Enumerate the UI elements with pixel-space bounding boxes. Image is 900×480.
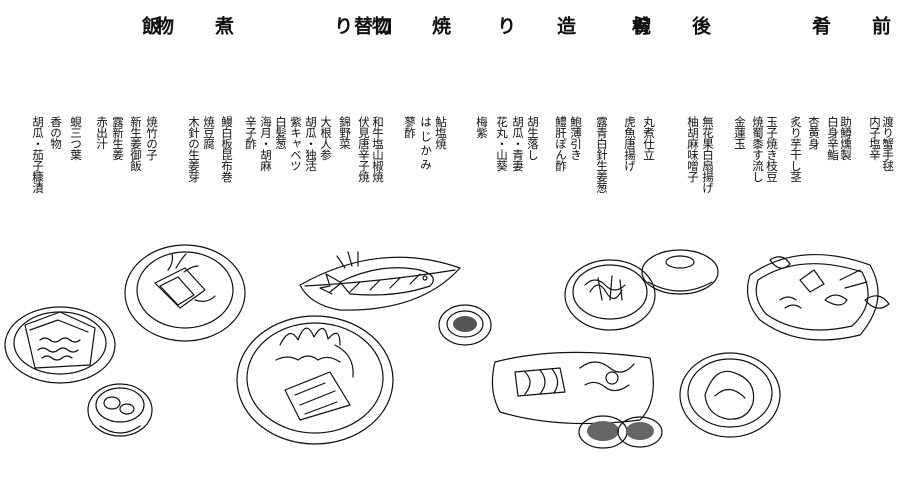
dish-item: 白髪葱 [274,116,288,149]
dish-item: 大根人参 [319,116,333,160]
soup-bowl-lidded-drawing [564,249,719,331]
nimono-bowl-drawing [124,244,246,342]
dish-item: 露青白針生姜葱 [595,116,609,193]
course-char: 椀 [629,16,651,35]
course-char: り [494,16,516,35]
dish-item: 助鱒燻製 [839,116,853,160]
dish-item: 辛子酢 [244,116,258,149]
course-tsukuri: 造 り [494,16,576,35]
dish-item: 杏黄身 [807,116,821,149]
dish-item: 内子塩辛 [868,116,882,160]
course-char: り [331,16,353,35]
course-char: 煮 [212,16,234,35]
fish-leaf-drawing [299,251,461,311]
course-wan: 椀 [629,16,651,35]
course-char: 肴 [629,16,651,35]
course-char: 造 [554,16,576,35]
dish-item: は じ か み [419,116,433,170]
course-char: 口 [371,16,393,35]
dish-item: 梅紫 [475,116,489,138]
course-zensai: 前 肴 [809,16,891,35]
dish-item: 新生姜御飯 [129,116,143,171]
ponzu-dishes-drawing [578,415,663,449]
course-char: 物 [152,16,174,35]
dish-item: 白身辛鮨 [826,116,840,160]
course-char: 物 [369,16,391,35]
course-char: 肴 [809,16,831,35]
dish-item: 蜆三つ葉 [69,116,83,160]
course-char: 前 [869,16,891,35]
soup-bowl-drawing [87,383,153,437]
dish-item: 胡瓜・独活 [304,116,318,171]
dish-item: 錦野菜 [338,116,352,149]
dish-item: 焼竹の子 [145,116,159,160]
dish-item: 炙り芋干し茎 [789,116,803,182]
dish-item: 柚胡麻味噌子 [686,116,700,182]
course-nimono: 煮 物 [152,16,234,35]
course-kuchigawari: 口替り [331,16,393,35]
dish-item: 胡生落し [526,116,540,160]
dish-item: 鮎塩焼 [434,116,448,149]
dish-item: 鱧肝ぽん酢 [554,116,568,171]
course-char: 替 [351,16,373,35]
dish-item: 赤出汁 [95,116,109,149]
sashimi-plate-drawing [491,351,654,425]
course-gohan: 飯 [139,16,161,35]
dish-item: 紫キャベツ [289,116,303,171]
course-atozakana: 後 肴 [629,16,711,35]
dish-item: 玉子焼き枝豆 [765,116,779,182]
dish-item: 花丸・山葵 [495,116,509,171]
course-char: 飯 [139,16,161,35]
dish-item: 木針の生姜芽 [187,116,201,182]
dish-item: 焼蜀黍す流し [751,116,765,182]
dish-item: 伏見唐辛子焼 [357,116,371,182]
course-char: 後 [689,16,711,35]
rice-plates-drawing [4,306,116,384]
beef-plate-drawing [236,315,394,445]
dish-item: 鮑薄引き [569,116,583,160]
dish-item: 胡瓜・青妻 [511,116,525,171]
sauce-dish-drawing [438,304,492,346]
course-yakimono: 焼 物 [369,16,451,35]
course-char: 焼 [429,16,451,35]
dish-item: 丸煮仕立 [642,116,656,160]
dish-item: 焼豆腐 [202,116,216,149]
fig-dish-drawing [679,352,781,438]
dish-item: 胡瓜・茄子糠漬 [31,116,45,193]
dish-item: 香の物 [49,116,63,149]
dish-item: 蓼酢 [403,116,417,138]
dish-item: 和牛塩山椒焼 [371,116,385,182]
dish-item: 海月・胡麻 [259,116,273,171]
dish-item: 露新生姜 [111,116,125,160]
dish-item: 渡り蟹手毬 [881,116,895,171]
dish-item: 無花果白扇揚げ [701,116,715,193]
dish-item: 金蓮玉 [733,116,747,149]
dish-item: 虎魚唐揚げ [623,116,637,171]
appetizer-plate-drawing [747,253,890,341]
dish-item: 鰻白板昆布巻 [220,116,234,182]
